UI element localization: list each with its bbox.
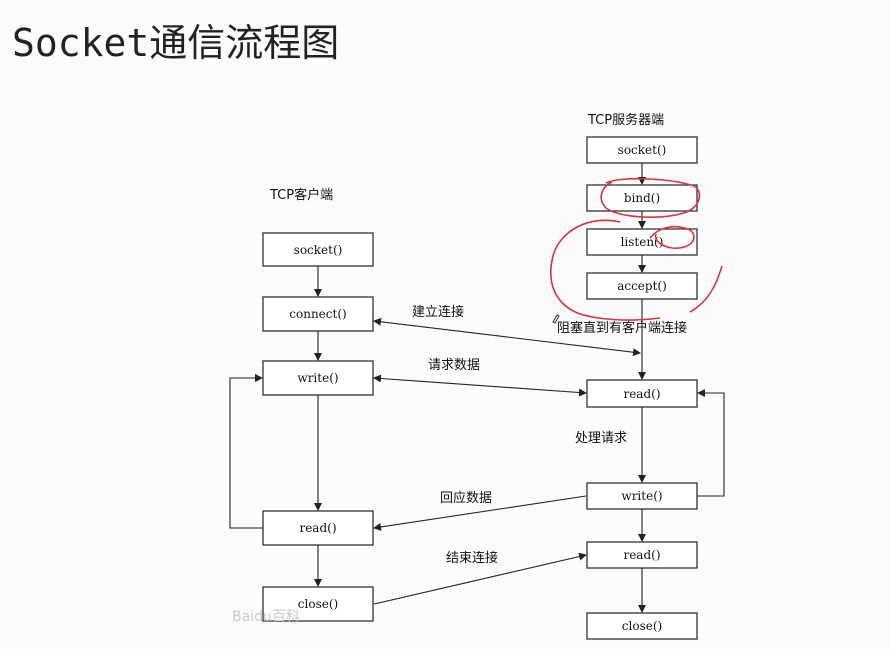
page-title: Socket通信流程图 — [12, 21, 340, 65]
svg-text:close(): close() — [622, 619, 662, 633]
client-header: TCP客户端 — [269, 187, 333, 203]
watermark: Baidu百科 — [232, 609, 300, 625]
label-request-data: 请求数据 — [428, 358, 480, 373]
annotation-curve-listen-accept — [550, 219, 661, 321]
client-read-node: read() — [262, 510, 374, 546]
arrow-request-data — [373, 374, 587, 397]
server-socket-node: socket() — [586, 136, 698, 164]
label-process-request: 处理请求 — [575, 431, 627, 446]
client-write-node: write() — [262, 360, 374, 396]
arrow-establish-connection — [373, 317, 641, 357]
annotation-circle-bind — [600, 177, 701, 218]
arrow-end-connection — [373, 552, 587, 605]
svg-text:read(): read() — [623, 548, 660, 562]
label-establish-connection: 建立连接 — [412, 304, 464, 320]
svg-text:socket(): socket() — [618, 143, 667, 157]
server-loop-write-read — [697, 389, 725, 497]
server-write-node: write() — [586, 482, 698, 510]
client-loop-read-write — [229, 374, 263, 529]
annotation-curve-accept-right — [689, 265, 723, 313]
server-close-node: close() — [586, 612, 698, 640]
client-connect-node: connect() — [262, 296, 374, 332]
svg-text:connect(): connect() — [289, 307, 346, 321]
svg-text:listen(): listen() — [621, 235, 664, 249]
svg-text:read(): read() — [623, 387, 660, 401]
label-end-connection: 结束连接 — [446, 550, 498, 566]
label-response-data: 回应数据 — [440, 490, 492, 506]
pen-cursor-icon — [552, 314, 560, 324]
svg-text:write(): write() — [297, 371, 338, 385]
svg-text:close(): close() — [298, 597, 338, 611]
svg-text:write(): write() — [621, 489, 662, 503]
client-close-node: close() — [262, 586, 374, 622]
server-accept-node: accept() — [586, 272, 698, 300]
arrow-response-data — [373, 495, 587, 531]
server-read2-node: read() — [586, 541, 698, 569]
svg-text:socket(): socket() — [294, 243, 343, 257]
annotation-loop-listen — [649, 225, 695, 249]
svg-text:read(): read() — [299, 521, 336, 535]
server-header: TCP服务器端 — [587, 112, 664, 128]
client-socket-node: socket() — [262, 232, 374, 267]
server-read-node: read() — [586, 379, 698, 408]
label-block-until-client: 阻塞直到有客户端连接 — [557, 320, 687, 336]
svg-text:bind(): bind() — [624, 191, 660, 205]
server-listen-node: listen() — [586, 228, 698, 256]
svg-text:accept(): accept() — [617, 279, 667, 293]
